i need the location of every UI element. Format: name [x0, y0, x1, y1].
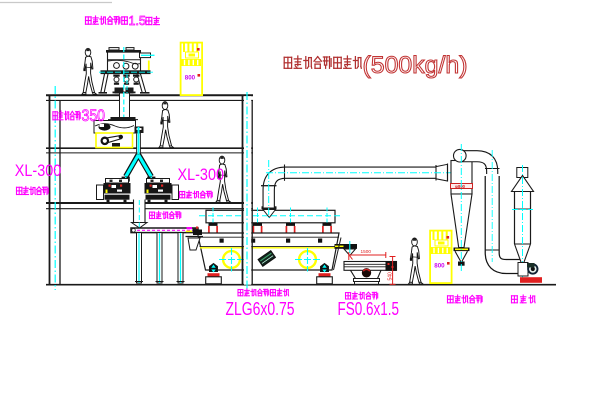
svg-text:800: 800: [434, 263, 445, 270]
svg-text:XL-300: XL-300: [15, 162, 62, 180]
svg-text:(500kg/h): (500kg/h): [363, 52, 468, 79]
svg-text:XL-300: XL-300: [178, 166, 225, 184]
svg-text:1.5: 1.5: [129, 14, 146, 28]
svg-text:1500: 1500: [361, 249, 372, 254]
svg-text:350: 350: [82, 106, 106, 125]
svg-text:540: 540: [387, 272, 393, 281]
svg-text:FS0.6x1.5: FS0.6x1.5: [338, 299, 400, 319]
svg-text:φ800: φ800: [455, 184, 466, 189]
svg-text:800: 800: [185, 75, 196, 82]
svg-text:ZLG6x0.75: ZLG6x0.75: [226, 299, 295, 319]
